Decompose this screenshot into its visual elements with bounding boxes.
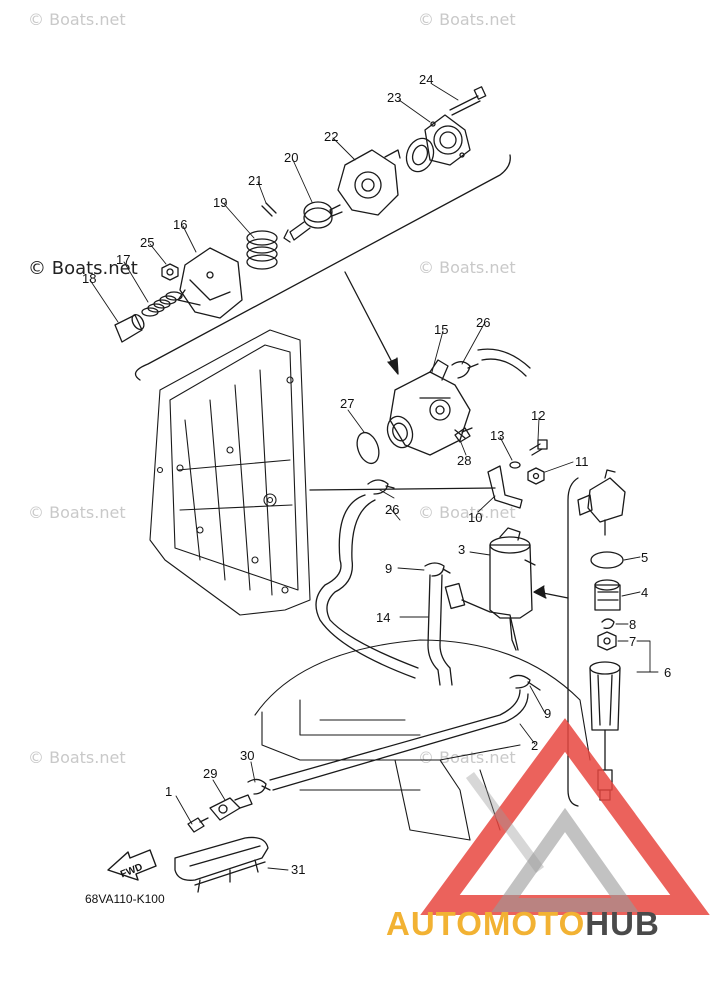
automotohub-logo-mark xyxy=(420,718,710,915)
callout-15: 15 xyxy=(434,322,448,337)
part-19-spring xyxy=(246,230,278,270)
callout-labels: 1 2 3 4 5 6 7 8 9 9 10 11 12 13 14 15 16… xyxy=(82,72,671,880)
callout-7: 7 xyxy=(629,634,636,649)
callout-17: 17 xyxy=(116,252,130,267)
brand-part-1: AUTOMOTO xyxy=(386,905,586,942)
callout-1: 1 xyxy=(165,784,172,799)
part-26-clip-lower xyxy=(367,479,395,495)
callout-26-upper: 26 xyxy=(476,315,490,330)
leader-lines xyxy=(89,83,659,871)
callout-25: 25 xyxy=(140,235,154,250)
part-15-fuel-pump xyxy=(386,359,471,456)
callout-27: 27 xyxy=(340,396,354,411)
callout-22: 22 xyxy=(324,129,338,144)
part-18-plug xyxy=(114,313,145,343)
callout-16: 16 xyxy=(173,217,187,232)
part-17-spring xyxy=(141,291,183,317)
callout-20: 20 xyxy=(284,150,298,165)
callout-21: 21 xyxy=(248,173,262,188)
callout-10: 10 xyxy=(468,510,482,525)
callout-8: 8 xyxy=(629,617,636,632)
part-28-bolt xyxy=(454,427,473,443)
hose-to-rear xyxy=(309,487,496,491)
part-21-pin xyxy=(261,202,277,217)
part-12-bolt xyxy=(529,439,548,456)
callout-28: 28 xyxy=(457,453,471,468)
callout-5: 5 xyxy=(641,550,648,565)
brand-part-2: HUB xyxy=(585,905,660,942)
part-22-housing xyxy=(329,149,401,217)
part-5-oring xyxy=(590,551,624,569)
watermark-mid-right: © Boats.net xyxy=(418,258,516,277)
callout-26-lower: 26 xyxy=(385,502,399,517)
hose-main-left xyxy=(315,494,416,679)
filter-bracket-line xyxy=(567,477,579,807)
watermark-right-mid: © Boats.net xyxy=(418,503,516,522)
part-27-oring xyxy=(356,431,380,465)
part-1-bolt xyxy=(187,817,209,833)
watermark-left-mid: © Boats.net xyxy=(28,503,126,522)
callout-30: 30 xyxy=(240,748,254,763)
callout-2: 2 xyxy=(531,738,538,753)
callout-13: 13 xyxy=(490,428,504,443)
callout-12: 12 xyxy=(531,408,545,423)
part-24-bolt xyxy=(449,86,487,116)
part-7-nut xyxy=(597,631,617,651)
hose-2 xyxy=(269,689,521,781)
callout-18: 18 xyxy=(82,271,96,286)
part-29-connector xyxy=(209,794,253,821)
fwd-arrow xyxy=(107,849,157,881)
part-23-cover xyxy=(424,114,471,166)
callout-3: 3 xyxy=(458,542,465,557)
part-30-clip xyxy=(247,778,271,795)
watermark-right-low: © Boats.net xyxy=(418,748,516,767)
watermark-strong: © Boats.net xyxy=(28,258,138,279)
part-9-clip-upper xyxy=(424,562,451,577)
part-11-nut xyxy=(527,467,545,485)
callout-9-upper: 9 xyxy=(385,561,392,576)
part-10-bracket xyxy=(487,465,523,509)
part-3-filter xyxy=(489,527,536,651)
hose-upper xyxy=(477,348,531,369)
part-4-element xyxy=(594,579,621,611)
watermark-top-right: © Boats.net xyxy=(418,10,516,29)
diagram-code: 68VA110-K100 xyxy=(85,892,165,906)
watermark-left-low: © Boats.net xyxy=(28,748,126,767)
callout-19: 19 xyxy=(213,195,227,210)
part-13-washer xyxy=(509,461,521,469)
callout-24: 24 xyxy=(419,72,433,87)
part-20-plunger xyxy=(283,201,333,243)
callout-11: 11 xyxy=(575,454,589,469)
part-22-diaphragm xyxy=(405,137,435,173)
pump-leader-arrow xyxy=(344,271,397,371)
part-25-nut xyxy=(161,263,179,281)
automotohub-wordmark: AUTOMOTOHUB xyxy=(386,905,660,943)
part-9-clip-lower xyxy=(509,674,541,691)
part-26-clip-upper xyxy=(451,361,479,379)
callout-14: 14 xyxy=(376,610,390,625)
filter-housing-top xyxy=(577,469,626,536)
part-8-ring xyxy=(601,618,615,630)
part-31-cover xyxy=(174,836,269,893)
callout-31: 31 xyxy=(291,862,305,877)
callout-9-lower: 9 xyxy=(544,706,551,721)
callout-6: 6 xyxy=(664,665,671,680)
sensor-connector xyxy=(444,582,519,651)
callout-23: 23 xyxy=(387,90,401,105)
callout-4: 4 xyxy=(641,585,648,600)
hose-14 xyxy=(427,574,441,686)
engine-block xyxy=(149,329,311,616)
callout-29: 29 xyxy=(203,766,217,781)
pump-bracket-line xyxy=(134,154,511,381)
part-16-pump-body xyxy=(177,247,243,319)
bottom-cowling xyxy=(254,639,591,841)
watermark-top-left: © Boats.net xyxy=(28,10,126,29)
